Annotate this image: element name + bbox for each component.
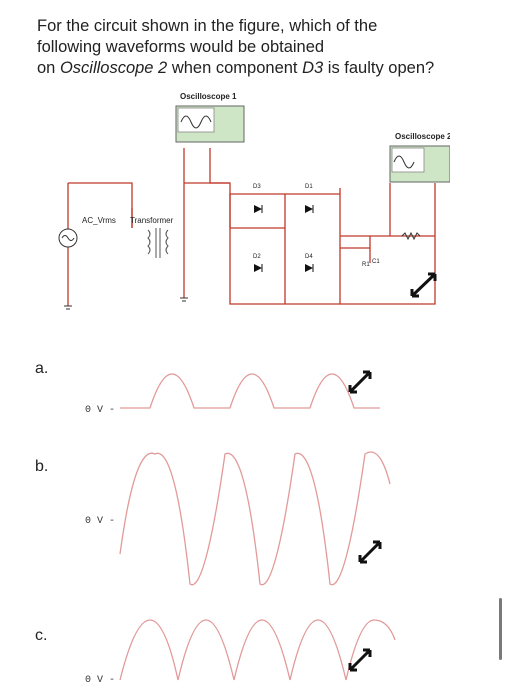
transformer-icon <box>147 228 169 258</box>
question-line-2: following waveforms would be obtained <box>37 38 325 56</box>
d1-label: D1 <box>305 184 313 190</box>
scrollbar[interactable] <box>499 598 502 660</box>
r1-label: R1 <box>362 262 370 268</box>
d4-label: D4 <box>305 254 313 260</box>
c1-label: C1 <box>372 259 380 265</box>
resistor-icon <box>401 231 421 241</box>
option-a-zero-label: 0 V - <box>85 405 115 416</box>
option-a-waveform[interactable]: 0 V - <box>80 350 430 426</box>
transformer-label: Transformer <box>130 216 174 225</box>
oscilloscope1-icon <box>175 105 245 143</box>
option-a-letter: a. <box>35 360 49 377</box>
question-line-3: on Oscilloscope 2 when component D3 is f… <box>37 59 435 77</box>
d2-label: D2 <box>253 254 261 260</box>
circuit-diagram: AC_Vrms Transformer Oscilloscope 1 D3 D1… <box>58 92 450 310</box>
question-text: For the circuit shown in the figure, whi… <box>37 16 487 79</box>
oscilloscope1-label: Oscilloscope 1 <box>180 92 237 101</box>
option-c-waveform[interactable]: 0 V - <box>80 610 430 700</box>
option-b-letter: b. <box>35 458 49 475</box>
question-line-1: For the circuit shown in the figure, whi… <box>37 17 378 35</box>
option-b-waveform[interactable]: 0 V - <box>80 444 430 594</box>
oscilloscope2-label: Oscilloscope 2 <box>395 132 450 141</box>
option-c-zero-label: 0 V - <box>85 675 115 686</box>
oscilloscope2-icon <box>389 145 450 183</box>
resize-arrow-icon <box>410 272 437 298</box>
option-b-zero-label: 0 V - <box>85 516 115 527</box>
option-c-letter: c. <box>35 627 48 644</box>
diode-icons <box>254 205 314 272</box>
d3-label: D3 <box>253 184 261 190</box>
source-label: AC_Vrms <box>82 216 116 225</box>
